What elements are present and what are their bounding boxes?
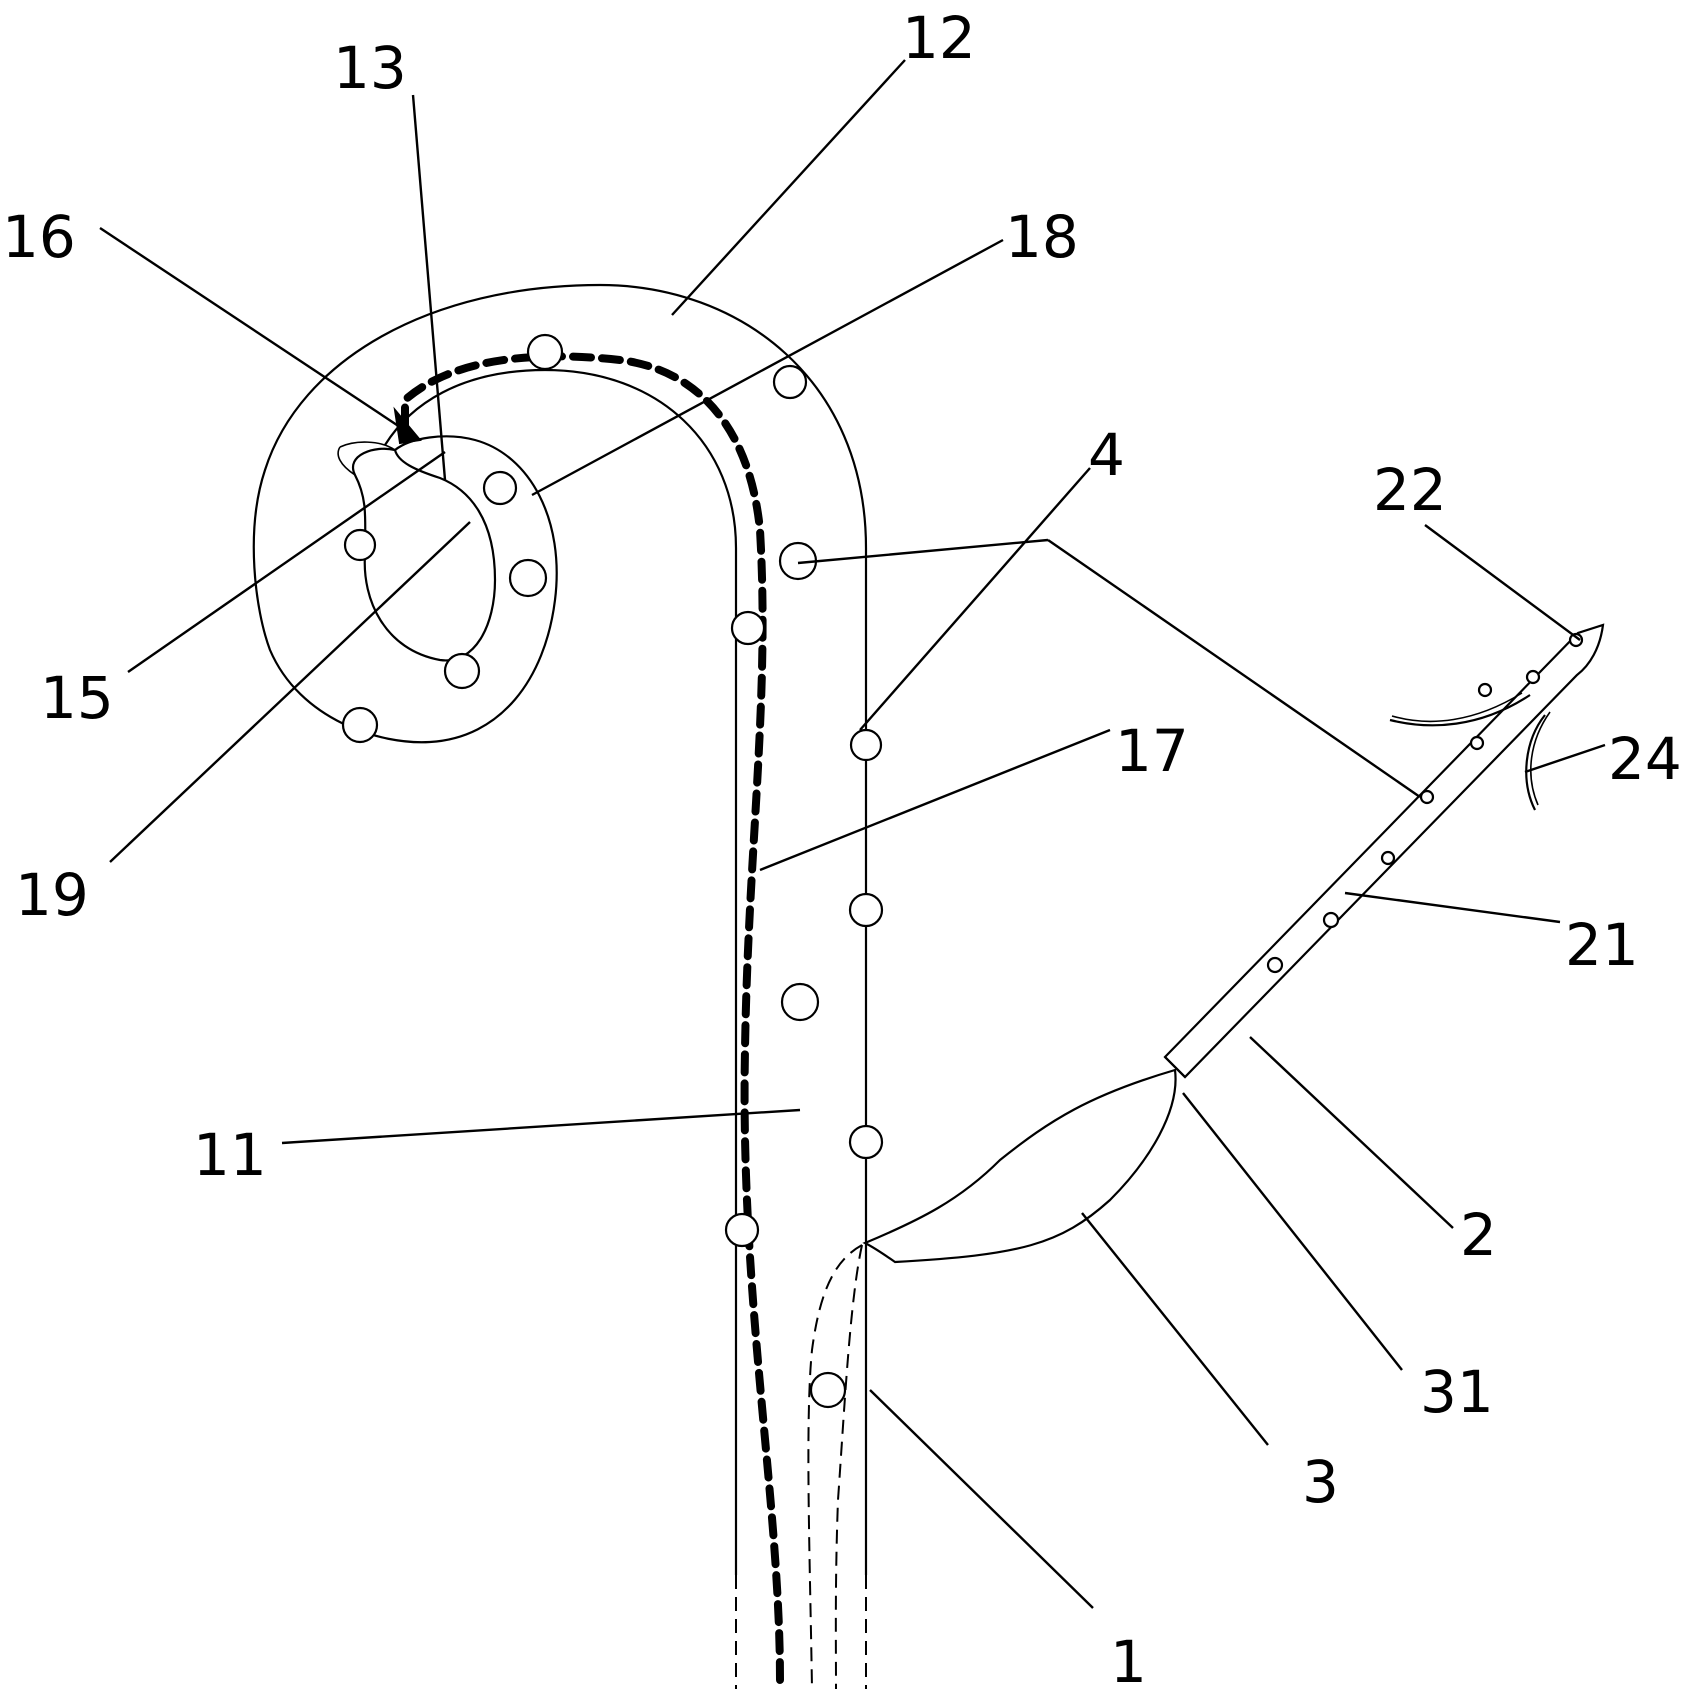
label-18: 18: [1005, 203, 1079, 271]
label-13: 13: [333, 34, 407, 102]
label-4: 4: [1088, 421, 1125, 489]
label-17: 17: [1115, 717, 1189, 785]
branch-dashed-a: [807, 1244, 863, 1689]
guide-line-dashed: [401, 352, 784, 1684]
label-22: 22: [1373, 456, 1447, 524]
label-12: 12: [902, 4, 976, 72]
label-21: 21: [1565, 911, 1639, 979]
label-19: 19: [15, 861, 89, 929]
hook-upper: [1389, 694, 1531, 727]
hook-lower: [1525, 714, 1546, 811]
label-24: 24: [1608, 725, 1682, 793]
label-3: 3: [1302, 1448, 1339, 1516]
label-31: 31: [1420, 1358, 1494, 1426]
inner-opening-flap: [337, 441, 396, 476]
branch-dashed-b: [834, 1244, 863, 1689]
label-16: 16: [2, 203, 76, 271]
hook-lower-inner: [1530, 711, 1551, 806]
hook-upper-inner: [1391, 692, 1523, 723]
tube-body: [252, 283, 868, 1689]
label-15: 15: [40, 664, 114, 732]
label-2: 2: [1460, 1201, 1497, 1269]
leader-lines: [99, 59, 1606, 1609]
reference-labels: 13 12 16 18 4 22 15 17 24 19 21 11 2 31 …: [2, 4, 1682, 1689]
label-1: 1: [1110, 1628, 1147, 1689]
label-11: 11: [193, 1121, 267, 1189]
rod-holes: [1266, 632, 1584, 974]
rod: [1163, 623, 1605, 1079]
bulb: [862, 1068, 1177, 1264]
inner-opening: [351, 447, 497, 662]
tube-holes: [341, 333, 884, 1409]
